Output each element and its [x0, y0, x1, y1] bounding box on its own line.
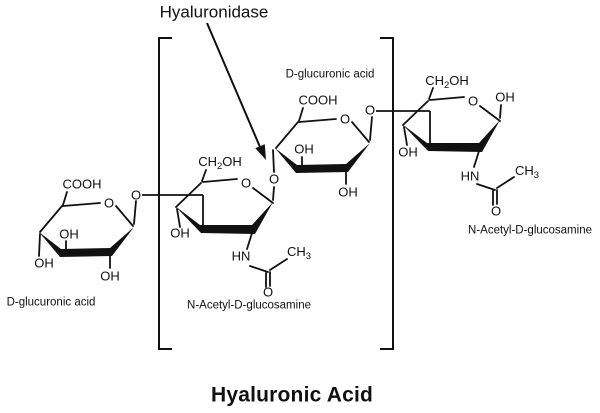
ring4-ch2oh-label: CH2OH: [425, 72, 469, 91]
diagram-title: Hyaluronic Acid: [210, 383, 374, 407]
ring4-oh-anomeric-label: OH: [495, 89, 515, 105]
glycosidic-oxygen-1-2: O: [130, 187, 142, 203]
ring2-ch2oh-label: CH2OH: [198, 153, 242, 172]
ring2-ch3-label: CH3: [286, 243, 312, 262]
ring4-ring-oxygen: O: [467, 93, 479, 109]
glycosidic-bond-2-3: [272, 149, 275, 173]
ring4-name-label: N-Acetyl-D-glucosamine: [468, 224, 592, 237]
ring2-carbonyl-oxygen: O: [262, 284, 274, 300]
glycosidic-oxygen-3-4: O: [364, 102, 376, 118]
cleavage-arrow: [206, 22, 266, 160]
ring3-oh-inner-label: OH: [294, 141, 314, 157]
ring1-oh-inner-label: OH: [59, 226, 79, 242]
ring3-cooh-label: COOH: [298, 92, 338, 108]
glycosidic-oxygen-2-3: O: [268, 171, 280, 187]
ring2-glucosamine-skeleton: [174, 169, 288, 288]
ring3-ring-oxygen: O: [339, 111, 351, 127]
glycosidic-bond-3-4: [376, 110, 431, 145]
glycosidic-bond-1-2: [142, 194, 204, 227]
ring1-ring-oxygen: O: [103, 195, 115, 211]
ring3-oh-bottom-label: OH: [338, 184, 358, 200]
ring4-carbonyl-oxygen: O: [490, 203, 502, 219]
ring1-oh-c4-label: OH: [34, 255, 54, 271]
left-bracket: [158, 37, 172, 350]
ring1-oh-bottom-label: OH: [100, 268, 120, 284]
ring3-glucuronic-skeleton: [274, 107, 373, 185]
ring1-name-label: D-glucuronic acid: [6, 296, 96, 309]
right-bracket: [380, 37, 394, 350]
ring2-oh-c4-label: OH: [170, 225, 190, 241]
ring4-glucosamine-skeleton: [401, 87, 515, 206]
hyaluronidase-label: Hyaluronidase: [159, 2, 269, 22]
ring2-hn-label: HN: [231, 248, 251, 264]
ring2-name-label: N-Acetyl-D-glucosamine: [187, 299, 311, 312]
ring4-oh-c4-label: OH: [398, 144, 418, 160]
ring4-ch3-label: CH3: [514, 162, 540, 181]
ring1-c4-oh-bond: [38, 233, 41, 257]
ring3-name-label: D-glucuronic acid: [285, 68, 375, 81]
ring2-ring-oxygen: O: [240, 175, 252, 191]
ring4-hn-label: HN: [460, 168, 480, 184]
ring1-cooh-label: COOH: [62, 176, 102, 192]
